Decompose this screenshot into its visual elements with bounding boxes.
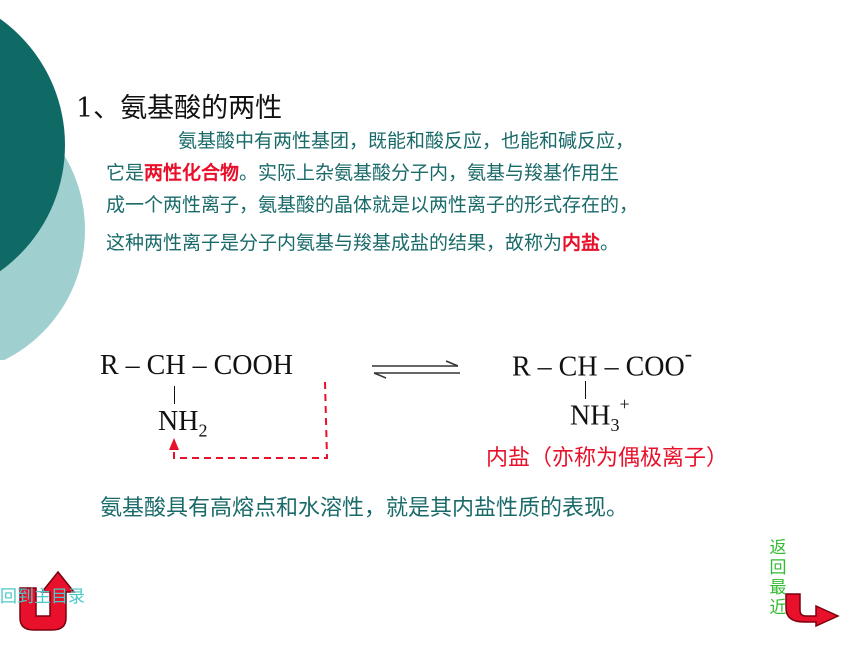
left-vertical-bond: [174, 386, 175, 404]
back-to-main-link[interactable]: 回到主目录: [0, 587, 85, 607]
dark-teal-circle: [0, 18, 65, 272]
back-recent-char-2: 回: [769, 558, 787, 578]
paragraph-line-2: 它是两性化合物。实际上杂氨基酸分子内，氨基与羧基作用生: [106, 158, 806, 185]
back-recent-char-4: 近: [769, 598, 787, 618]
right-vertical-bond: [585, 381, 586, 399]
right-amine-group: NH3+: [570, 394, 630, 436]
back-to-recent-link[interactable]: 返 回 最 近: [768, 538, 788, 618]
left-formula: R – CH – COOH: [100, 350, 293, 381]
paragraph-line-2-prefix: 它是: [106, 162, 145, 184]
right-amine-subscript: 3: [610, 414, 620, 435]
proton-transfer-arrow: [169, 381, 329, 459]
back-to-main-arrow-icon[interactable]: [14, 568, 84, 632]
right-amine-text: NH: [570, 400, 611, 432]
right-formula: R – CH – COO-: [512, 341, 692, 383]
paragraph-line-3: 成一个两性离子，氨基酸的晶体就是以两性离子的形式存在的，: [106, 194, 639, 216]
right-formula-text: R – CH – COO: [512, 351, 685, 383]
back-recent-char-1: 返: [769, 538, 787, 558]
conclusion-text: 氨基酸具有高熔点和水溶性，就是其内盐性质的表现。: [100, 496, 629, 521]
right-amine-superscript: +: [619, 394, 630, 414]
left-amine-group: NH2: [158, 406, 207, 442]
left-amine-subscript: 2: [198, 420, 208, 441]
left-amine-text: NH: [158, 406, 199, 437]
right-charge: -: [684, 341, 693, 366]
back-recent-char-3: 最: [769, 578, 787, 598]
decorative-circles: [0, 18, 85, 360]
paragraph-line-4: 这种两性离子是分子内氨基与羧基成盐的结果，故称为内盐。: [106, 228, 806, 255]
equilibrium-arrow-icon: [372, 360, 460, 379]
back-to-recent-arrow-icon[interactable]: [782, 584, 842, 630]
inner-salt-label: 内盐（亦称为偶极离子）: [486, 446, 729, 471]
paragraph-line-1: 氨基酸中有两性基团，既能和酸反应，也能和碱反应，: [178, 130, 635, 152]
paragraph-line-2-suffix: 。实际上杂氨基酸分子内，氨基与羧基作用生: [239, 162, 620, 184]
paragraph-line-4-prefix: 这种两性离子是分子内氨基与羧基成盐的结果，故称为: [106, 232, 563, 254]
paragraph-line-4-suffix: 。: [600, 232, 620, 254]
amphoteric-compound-highlight: 两性化合物: [144, 162, 240, 184]
inner-salt-highlight: 内盐: [562, 232, 601, 254]
slide-title: 1、氨基酸的两性: [76, 93, 283, 124]
